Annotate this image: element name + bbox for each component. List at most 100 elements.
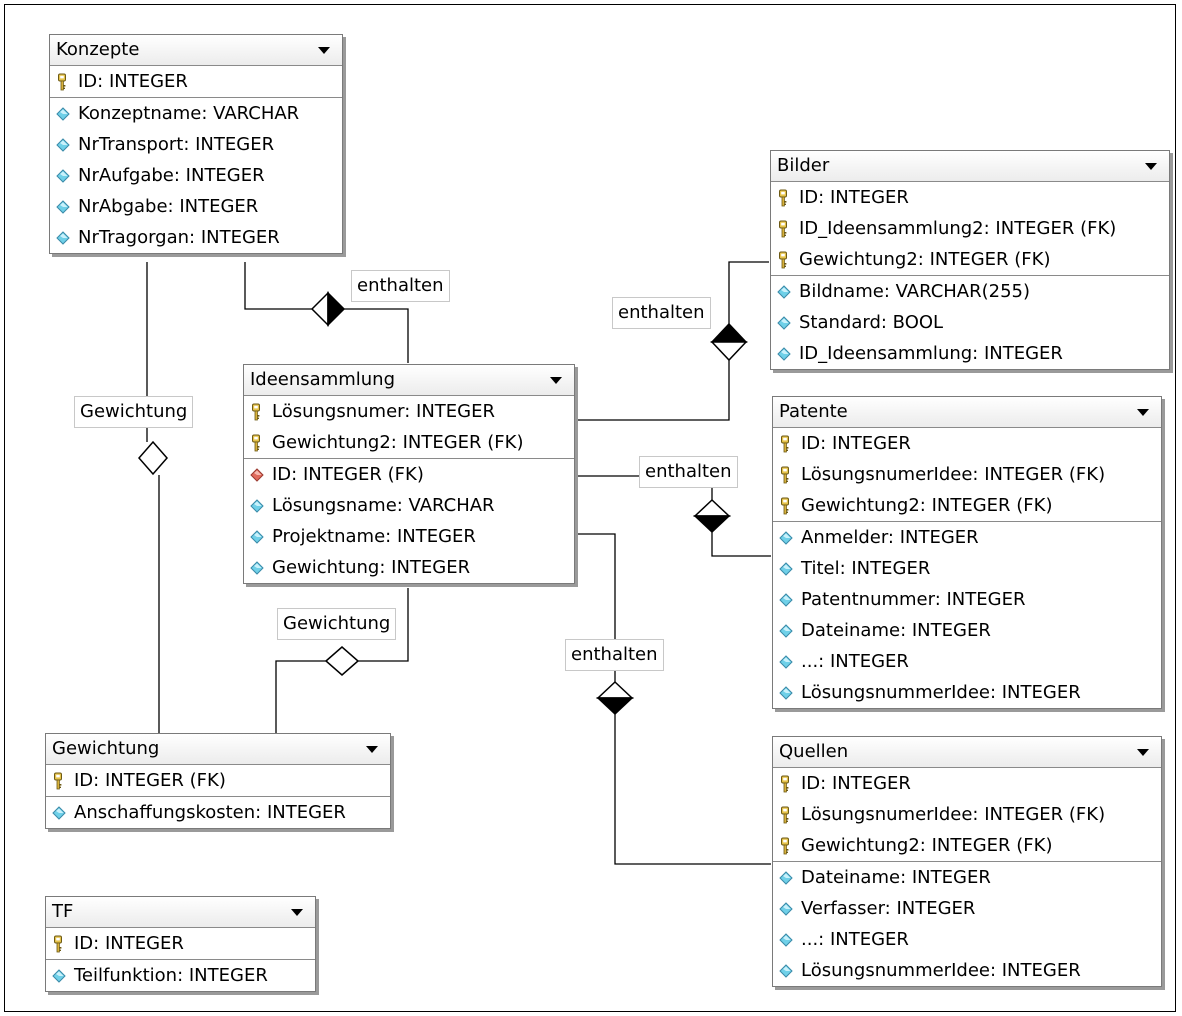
attribute-row[interactable]: ID: INTEGER (FK) [244,459,574,490]
attribute-text: Lösungsnumer: INTEGER [272,401,495,422]
attribute-text: Dateiname: INTEGER [801,620,991,641]
dropdown-arrow-icon[interactable] [1145,163,1157,170]
attribute-row[interactable]: NrTransport: INTEGER [50,129,342,160]
dropdown-arrow-icon[interactable] [291,909,303,916]
attribute-row[interactable]: LösungsnummerIdee: INTEGER [773,677,1161,708]
attribute-row[interactable]: NrAbgabe: INTEGER [50,191,342,222]
attribute-row[interactable]: NrAufgabe: INTEGER [50,160,342,191]
attribute-row[interactable]: ID: INTEGER [773,768,1161,799]
dropdown-arrow-icon[interactable] [550,377,562,384]
attribute-row[interactable]: Anmelder: INTEGER [773,522,1161,553]
attribute-row[interactable]: Verfasser: INTEGER [773,893,1161,924]
dropdown-arrow-icon[interactable] [1137,409,1149,416]
attribute-row[interactable]: LösungsnumerIdee: INTEGER (FK) [773,459,1161,490]
attribute-row[interactable]: NrTragorgan: INTEGER [50,222,342,253]
attribute-icon [250,530,264,544]
attribute-row[interactable]: Patentnummer: INTEGER [773,584,1161,615]
attribute-icon [779,655,793,669]
entity-header[interactable]: Gewichtung [46,734,390,765]
attribute-text: NrAufgabe: INTEGER [78,165,265,186]
dropdown-arrow-icon[interactable] [366,746,378,753]
attribute-text: ID: INTEGER (FK) [272,464,424,485]
attribute-text: Gewichtung2: INTEGER (FK) [801,495,1053,516]
key-icon [52,935,66,953]
connector-konzepte-gewichtung [146,262,160,733]
attribute-icon [779,562,793,576]
attribute-row[interactable]: ID_Ideensammlung2: INTEGER (FK) [771,213,1169,244]
attribute-row[interactable]: Konzeptname: VARCHAR [50,98,342,129]
attribute-row[interactable]: ...: INTEGER [773,646,1161,677]
attribute-text: NrAbgabe: INTEGER [78,196,259,217]
attribute-row[interactable]: Titel: INTEGER [773,553,1161,584]
half-diamond-ideensammlung-bilder [710,322,748,362]
key-icon [779,466,793,484]
attribute-row[interactable]: ...: INTEGER [773,924,1161,955]
attribute-text: LösungsnumerIdee: INTEGER (FK) [801,464,1106,485]
attribute-text: ID: INTEGER [799,187,909,208]
attribute-text: ID: INTEGER (FK) [74,770,226,791]
attribute-row[interactable]: Lösungsnumer: INTEGER [244,396,574,427]
attribute-row[interactable]: Dateiname: INTEGER [773,862,1161,893]
attribute-row[interactable]: Bildname: VARCHAR(255) [771,276,1169,307]
attribute-row[interactable]: ID: INTEGER (FK) [46,765,390,796]
attribute-row[interactable]: Gewichtung2: INTEGER (FK) [771,244,1169,275]
entity-header[interactable]: Konzepte [50,35,342,66]
dropdown-arrow-icon[interactable] [318,47,330,54]
attribute-row[interactable]: ID: INTEGER [771,182,1169,213]
attribute-icon [779,871,793,885]
attribute-text: Standard: BOOL [799,312,944,333]
attribute-row[interactable]: ID_Ideensammlung: INTEGER [771,338,1169,369]
open-diamond-ideensammlung-gewichtung [324,646,360,676]
key-icon [779,497,793,515]
attribute-row[interactable]: Projektname: INTEGER [244,521,574,552]
key-icon [779,435,793,453]
attributes-section: Teilfunktion: INTEGER [46,960,315,991]
attribute-row[interactable]: Teilfunktion: INTEGER [46,960,315,991]
attribute-row[interactable]: Gewichtung2: INTEGER (FK) [773,490,1161,521]
attribute-row[interactable]: Gewichtung2: INTEGER (FK) [773,830,1161,861]
entity-header[interactable]: TF [46,897,315,928]
primary-key-section: ID: INTEGER [50,66,342,98]
attribute-text: Konzeptname: VARCHAR [78,103,300,124]
attribute-row[interactable]: Anschaffungskosten: INTEGER [46,797,390,828]
entity-header[interactable]: Patente [773,397,1161,428]
attribute-text: Bildname: VARCHAR(255) [799,281,1031,302]
entity-header[interactable]: Bilder [771,151,1169,182]
attribute-text: ID: INTEGER [801,433,911,454]
attribute-row[interactable]: LösungsnumerIdee: INTEGER (FK) [773,799,1161,830]
attribute-row[interactable]: Gewichtung: INTEGER [244,552,574,583]
attribute-row[interactable]: ID: INTEGER [773,428,1161,459]
attribute-text: Anschaffungskosten: INTEGER [74,802,346,823]
attributes-section: Bildname: VARCHAR(255) Standard: BOOL ID_I… [771,276,1169,369]
dropdown-arrow-icon[interactable] [1137,749,1149,756]
entity-title: Gewichtung [52,738,160,759]
key-icon [52,772,66,790]
rel-label-ideensammlung-patente: enthalten [639,456,738,488]
attribute-row[interactable]: Standard: BOOL [771,307,1169,338]
attribute-text: Verfasser: INTEGER [801,898,976,919]
entity-header[interactable]: Ideensammlung [244,365,574,396]
attribute-text: ...: INTEGER [801,929,909,950]
attribute-row[interactable]: Lösungsname: VARCHAR [244,490,574,521]
attribute-row[interactable]: Dateiname: INTEGER [773,615,1161,646]
attribute-row[interactable]: Gewichtung2: INTEGER (FK) [244,427,574,458]
attribute-icon [777,316,791,330]
entity-header[interactable]: Quellen [773,737,1161,768]
rel-label-ideensammlung-bilder: enthalten [612,297,711,329]
attribute-row[interactable]: ID: INTEGER [50,66,342,97]
attribute-row[interactable]: LösungsnummerIdee: INTEGER [773,955,1161,986]
attribute-row[interactable]: ID: INTEGER [46,928,315,959]
attribute-icon [777,285,791,299]
attribute-text: Patentnummer: INTEGER [801,589,1026,610]
